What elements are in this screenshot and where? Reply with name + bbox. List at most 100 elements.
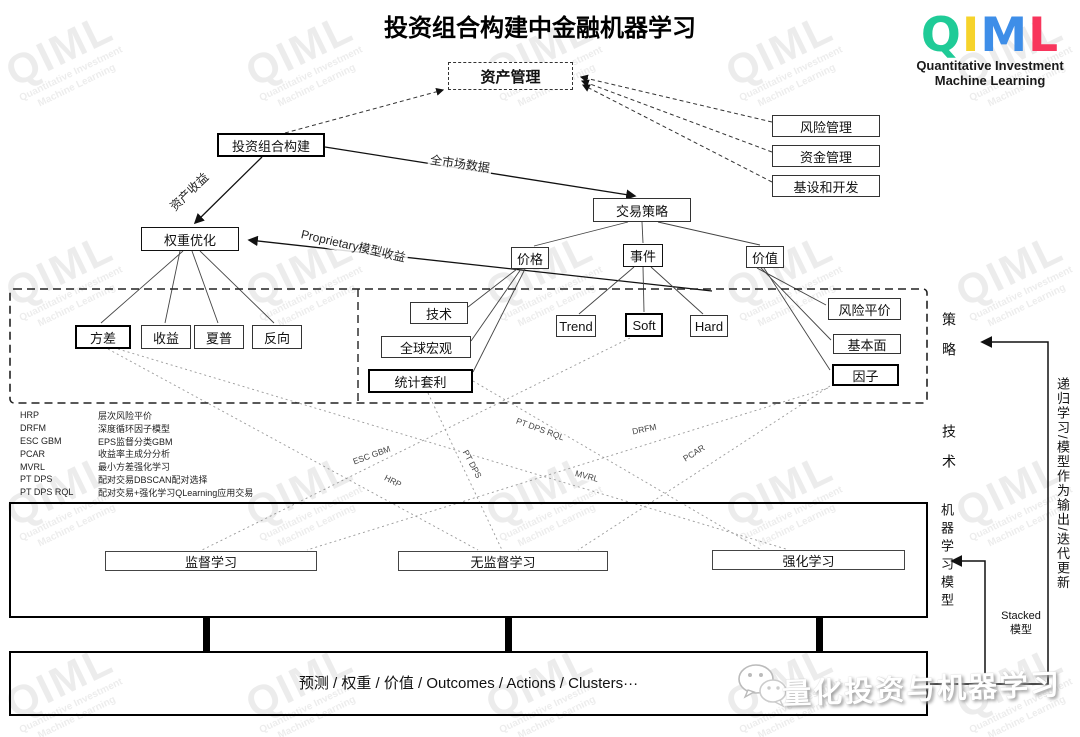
logo-letter-q: Q [920, 8, 962, 63]
edge-ptdpsrql [472, 380, 761, 550]
node-returns: 收益 [141, 325, 191, 349]
stacked-model-line2: 模型 [1010, 623, 1032, 636]
node-inverse: 反向 [252, 325, 302, 349]
edge-price-globalmacro [470, 268, 522, 342]
ml-group-frame [9, 502, 928, 618]
logo-letter-l: L [1028, 8, 1060, 63]
side-label-strategy: 策略 [941, 312, 957, 372]
outputs-frame [9, 651, 928, 716]
edge-weightopt-sharpe [191, 250, 219, 324]
edge-price-statarb [472, 268, 526, 373]
node-event: 事件 [623, 244, 663, 267]
outputs-text: 预测 / 权重 / 价值 / Outcomes / Actions / Clus… [298, 675, 639, 692]
edge-trading-value [657, 221, 761, 246]
edge-price-technical [467, 268, 518, 308]
legend-code: HRP [20, 410, 40, 421]
legend-code: PCAR [20, 448, 46, 459]
abbreviation-legend: HRP 层次风险平价 DRFM 深度循环因子模型 ESC GBM EPS监督分类GBM… [20, 409, 253, 499]
edge-portfolio-to-asset [284, 87, 445, 134]
node-risk-parity: 风险平价 [828, 298, 901, 320]
legend-row: PT DPS RQL 配对交易+强化学习QLearning应用交易 [20, 486, 253, 499]
legend-desc: 配对交易DBSCAN配对选择 [98, 474, 208, 485]
legend-desc: 最小方差强化学习 [98, 462, 171, 473]
logo-letter-m: M [980, 8, 1029, 63]
edge-infra-to-asset [581, 84, 773, 183]
legend-desc: 深度循环因子模型 [98, 423, 171, 434]
edge-capital-to-asset [580, 79, 773, 153]
node-global-macro: 全球宏观 [381, 336, 471, 358]
side-label-recursive-learning: 递归学习/模型作为输出/迭代更新 [1055, 377, 1070, 591]
wechat-icon [738, 664, 787, 708]
edge-hrp [107, 348, 479, 551]
edge-weightopt-variance [100, 250, 184, 324]
logo-subtitle-2: Machine Learning [934, 72, 1046, 88]
node-weight-optimization: 权重优化 [141, 227, 239, 251]
node-factor: 因子 [832, 364, 899, 386]
legend-desc: 层次风险平价 [98, 410, 153, 421]
legend-row: MVRL 最小方差强化学习 [20, 460, 253, 473]
node-capital-management: 资金管理 [772, 145, 880, 167]
node-price: 价格 [511, 247, 549, 269]
node-hard: Hard [690, 315, 728, 337]
node-portfolio-construction: 投资组合构建 [217, 133, 325, 157]
node-supervised-learning: 监督学习 [105, 551, 317, 571]
qiml-logo-letters: QIML [905, 12, 1075, 59]
edge-portfolio-to-weightopt [193, 156, 263, 225]
loop-recursive [930, 336, 1049, 685]
node-technical: 技术 [410, 302, 468, 324]
edge-mvrl [117, 348, 787, 550]
legend-desc: 收益率主成分分析 [98, 449, 171, 460]
legend-desc: EPS监督分类GBM [98, 436, 173, 447]
node-variance: 方差 [75, 325, 131, 349]
stacked-model-label: Stacked 模型 [994, 610, 1048, 638]
edge-drfm [306, 387, 829, 551]
edge-pcar [577, 385, 831, 551]
legend-row: ESC GBM EPS监督分类GBM [20, 435, 253, 448]
edge-riskmgmt-to-asset [579, 74, 773, 123]
node-unsupervised-learning: 无监督学习 [398, 551, 608, 571]
legend-code: ESC GBM [20, 435, 62, 446]
edge-value-factor [763, 267, 831, 371]
edge-event-trend [578, 266, 635, 315]
edge-event-hard [650, 266, 704, 315]
legend-code: PT DPS RQL [20, 487, 74, 498]
legend-row: PT DPS 配对交易DBSCAN配对选择 [20, 473, 253, 486]
connector-bar-left [203, 617, 210, 653]
node-sharpe: 夏普 [194, 325, 244, 349]
node-asset-management: 资产管理 [448, 62, 573, 90]
legend-row: PCAR 收益率主成分分析 [20, 447, 253, 460]
loop-stacked [950, 555, 986, 684]
qiml-logo: QIML Quantitative Investment Machine Lea… [905, 12, 1075, 89]
legend-code: DRFM [20, 423, 46, 434]
stacked-model-line1: Stacked [1001, 610, 1041, 622]
edge-weightopt-returns [164, 250, 181, 324]
node-reinforcement-learning: 强化学习 [712, 550, 905, 570]
strategy-dashed-frame [9, 288, 928, 404]
logo-letter-i: I [961, 8, 981, 63]
edge-weightopt-inverse [199, 250, 275, 324]
side-label-ml-model: 机器学习模型 [939, 503, 954, 611]
logo-subtitle-1: Quantitative Investment [916, 57, 1064, 73]
edge-value-fundamental [760, 267, 832, 341]
connector-bar-right [816, 617, 823, 653]
edge-ptdps [427, 392, 503, 551]
node-trend: Trend [556, 315, 596, 337]
legend-desc: 配对交易+强化学习QLearning应用交易 [98, 487, 254, 498]
node-fundamental: 基本面 [833, 334, 901, 354]
node-stat-arbitrage: 统计套利 [368, 369, 473, 393]
side-label-technique: 技术 [941, 424, 957, 484]
connector-bar-middle [505, 617, 512, 653]
edge-trading-event [641, 221, 644, 244]
node-soft: Soft [625, 313, 663, 337]
legend-code: PT DPS [20, 474, 53, 485]
node-risk-management: 风险管理 [772, 115, 880, 137]
page-title: 投资组合构建中金融机器学习 [384, 15, 696, 42]
node-trading-strategy: 交易策略 [593, 198, 691, 222]
legend-code: MVRL [20, 461, 46, 472]
edge-proprietary-to-weightopt [247, 235, 713, 292]
legend-row: HRP 层次风险平价 [20, 409, 253, 422]
legend-row: DRFM 深度循环因子模型 [20, 422, 253, 435]
edge-trading-price [533, 221, 629, 247]
